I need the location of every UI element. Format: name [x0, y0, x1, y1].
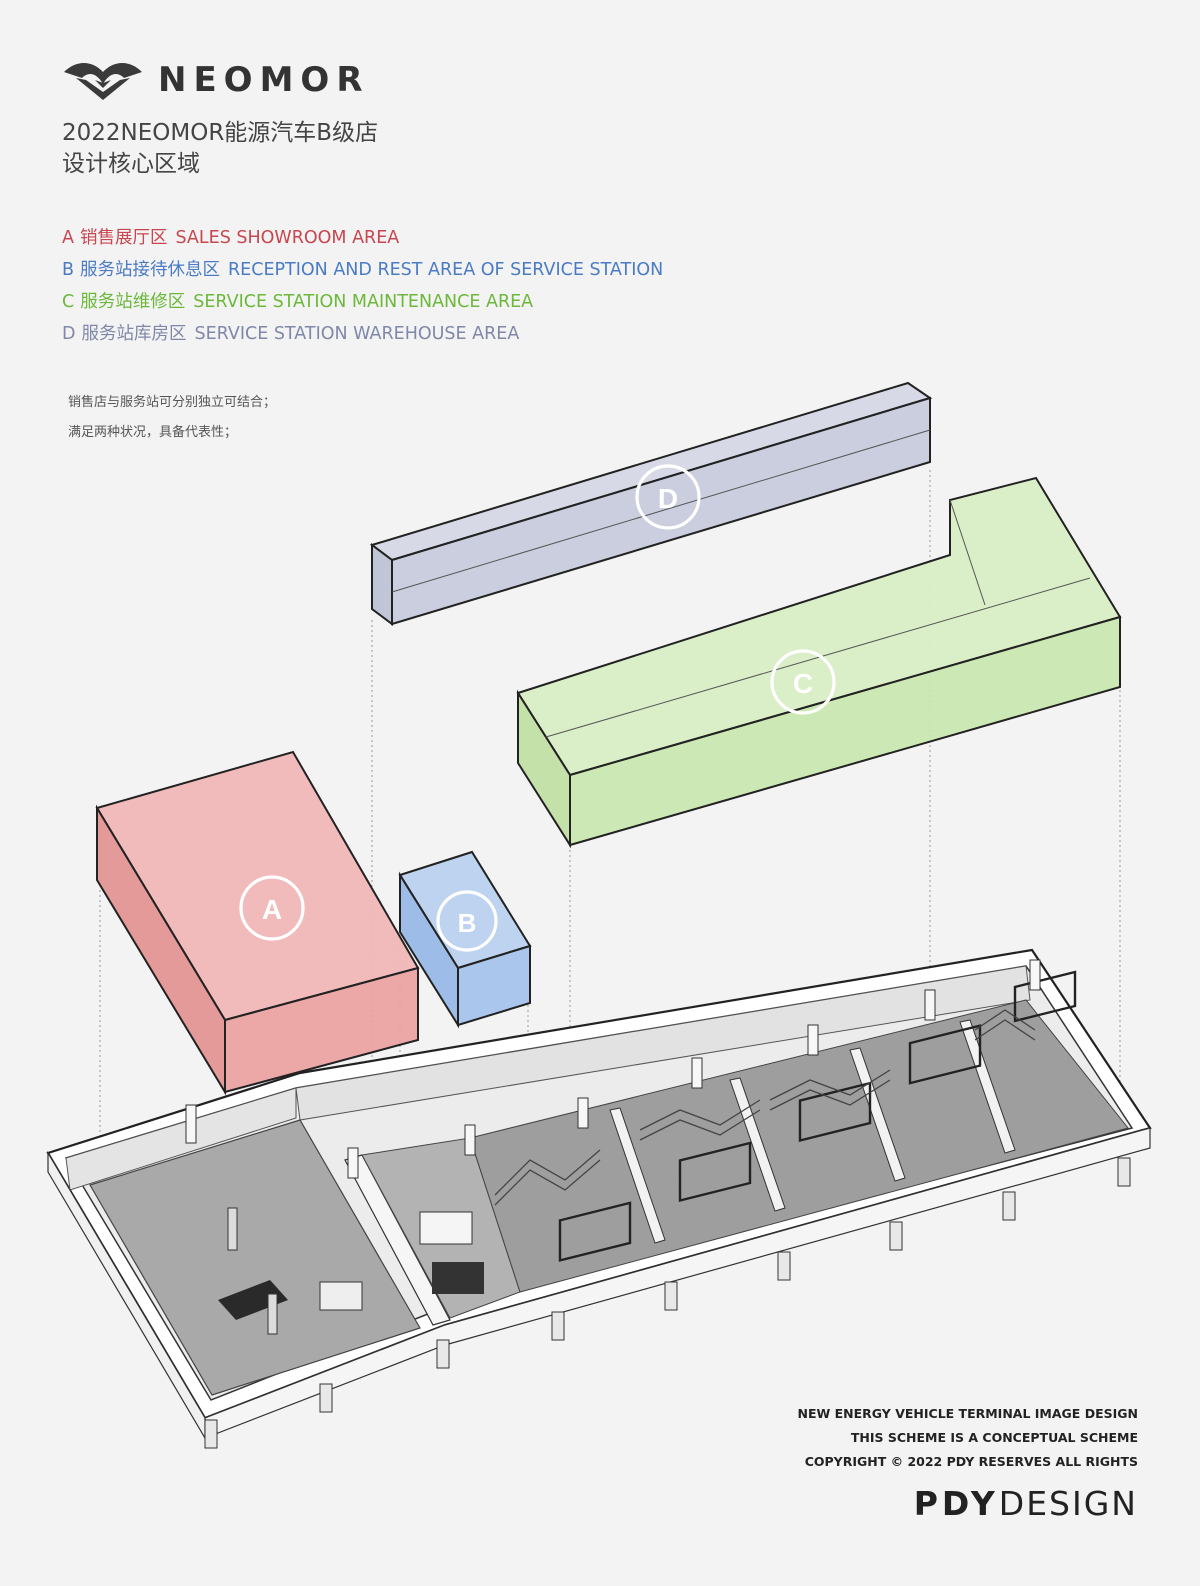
- brand-design: DESIGN: [998, 1484, 1138, 1523]
- zone-d-block: D: [369, 381, 933, 626]
- page-title: 2022NEOMOR能源汽车B级店 设计核心区域: [62, 118, 378, 180]
- legend-cn: 服务站接待休息区: [80, 260, 221, 280]
- brand-logo: NEOMOR: [62, 58, 378, 102]
- legend-cn: 服务站维修区: [80, 292, 186, 312]
- legend-code: C: [62, 292, 75, 312]
- footer-line-2: THIS SCHEME IS A CONCEPTUAL SCHEME: [850, 1430, 1138, 1445]
- zone-c-block: C: [516, 476, 1122, 849]
- wing-v-emblem-icon: [64, 63, 142, 100]
- note-line-1: 销售店与服务站可分别独立可结合；: [68, 395, 277, 410]
- footer-line-3: COPYRIGHT © 2022 PDY RESERVES ALL RIGHTS: [804, 1454, 1138, 1469]
- building-floorplan: [46, 948, 1152, 1449]
- designer-brand: PDYDESIGN: [798, 1484, 1139, 1523]
- legend-en: SERVICE STATION MAINTENANCE AREA: [193, 292, 534, 312]
- zone-d-label: D: [658, 483, 678, 514]
- footer: NEW ENERGY VEHICLE TERMINAL IMAGE DESIGN…: [798, 1402, 1139, 1523]
- legend-en: SERVICE STATION WAREHOUSE AREA: [194, 324, 520, 344]
- zone-b-block: B: [398, 850, 532, 1029]
- legend-code: B: [62, 260, 75, 280]
- zone-b-label: B: [458, 908, 477, 938]
- zone-a-block: A: [95, 750, 420, 1096]
- zone-a-label: A: [262, 894, 282, 925]
- brand-wordmark: NEOMOR: [158, 60, 370, 100]
- brand-pdy: PDY: [913, 1484, 999, 1523]
- legend-en: SALES SHOWROOM AREA: [175, 228, 400, 248]
- legend-code: D: [62, 324, 76, 344]
- legend-cn: 销售展厅区: [79, 228, 168, 248]
- legend-cn: 服务站库房区: [81, 324, 187, 344]
- note-line-2: 满足两种状况，具备代表性；: [68, 425, 238, 440]
- design-note: 销售店与服务站可分别独立可结合； 满足两种状况，具备代表性；: [68, 388, 276, 448]
- legend-en: RECEPTION AND REST AREA OF SERVICE STATI…: [228, 260, 664, 280]
- footer-line-1: NEW ENERGY VEHICLE TERMINAL IMAGE DESIGN: [797, 1406, 1139, 1421]
- zone-c-label: C: [793, 668, 813, 699]
- title-line-1: 2022NEOMOR能源汽车B级店: [62, 120, 379, 146]
- legend-code: A: [62, 228, 74, 248]
- header: NEOMOR 2022NEOMOR能源汽车B级店 设计核心区域: [62, 58, 378, 180]
- title-line-2: 设计核心区域: [62, 151, 200, 177]
